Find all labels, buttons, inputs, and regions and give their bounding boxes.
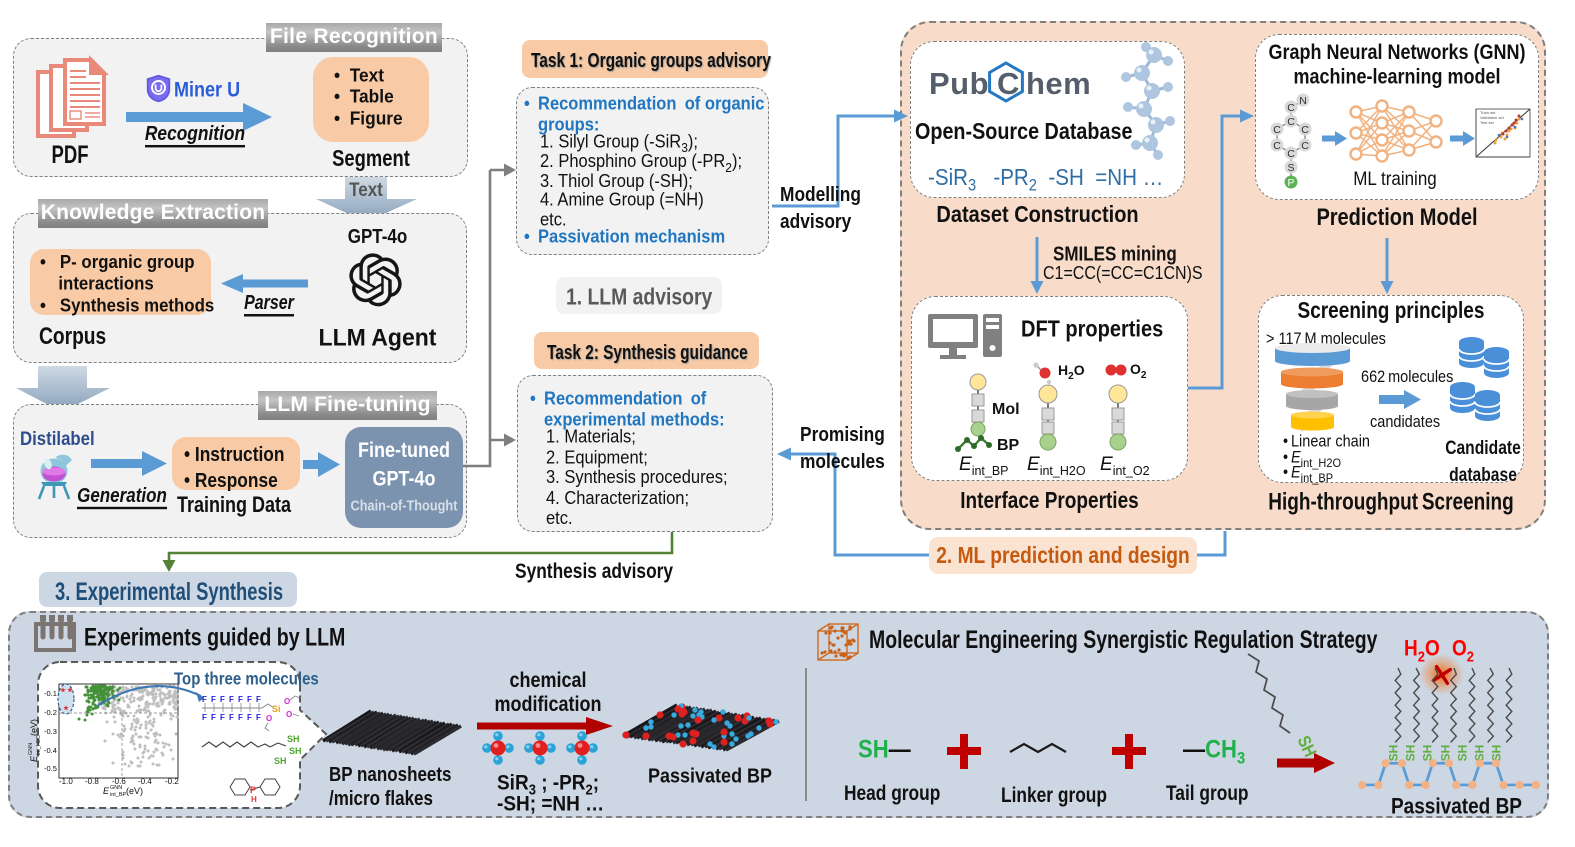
svg-text:O: O — [286, 710, 292, 719]
svg-text:F: F — [247, 713, 252, 722]
svg-text:Train set: Train set — [1480, 110, 1496, 115]
svg-text:(eV): (eV) — [126, 786, 143, 796]
svg-text:F: F — [202, 713, 207, 722]
svg-text:C: C — [1273, 124, 1281, 136]
svg-text:GNN: GNN — [110, 785, 122, 791]
svg-text:int_H2O: int_H2O — [36, 734, 42, 755]
svg-text:Validation set: Validation set — [1480, 115, 1505, 120]
svg-text:E: E — [103, 786, 110, 796]
svg-text:-0.5: -0.5 — [44, 764, 57, 773]
svg-text:F: F — [247, 695, 252, 704]
svg-text:-0.2: -0.2 — [44, 708, 57, 717]
svg-text:-0.8: -0.8 — [85, 777, 99, 786]
svg-text:F: F — [220, 695, 225, 704]
svg-text:SH: SH — [287, 734, 300, 744]
svg-text:C: C — [1301, 140, 1309, 152]
svg-text:-0.6: -0.6 — [112, 777, 126, 786]
svg-text:E: E — [29, 755, 39, 762]
svg-text:F: F — [220, 713, 225, 722]
svg-text:-0.2: -0.2 — [165, 777, 179, 786]
svg-text:GNN: GNN — [28, 743, 34, 755]
svg-text:F: F — [229, 695, 234, 704]
svg-text:S: S — [1287, 162, 1294, 174]
svg-text:-1.0: -1.0 — [59, 777, 73, 786]
svg-text:H: H — [251, 795, 257, 804]
svg-text:C: C — [1273, 140, 1281, 152]
svg-text:C: C — [1287, 116, 1295, 128]
svg-text:(eV): (eV) — [29, 719, 39, 736]
svg-text:-0.3: -0.3 — [44, 727, 57, 736]
svg-text:F: F — [238, 695, 243, 704]
svg-text:SH: SH — [274, 756, 287, 766]
svg-text:-0.1: -0.1 — [44, 689, 57, 698]
svg-text:P: P — [250, 785, 256, 795]
svg-text:O: O — [266, 714, 272, 723]
svg-text:F: F — [211, 695, 216, 704]
svg-text:Si: Si — [272, 704, 281, 714]
svg-text:F: F — [256, 713, 261, 722]
svg-text:C: C — [1301, 124, 1309, 136]
svg-text:F: F — [256, 695, 261, 704]
svg-text:int_BP: int_BP — [110, 792, 127, 798]
svg-text:F: F — [238, 713, 243, 722]
svg-text:-0.4: -0.4 — [138, 777, 152, 786]
svg-text:F: F — [211, 713, 216, 722]
svg-text:SH: SH — [289, 746, 302, 756]
svg-text:C: C — [1287, 102, 1295, 114]
svg-text:F: F — [202, 695, 207, 704]
svg-text:F: F — [229, 713, 234, 722]
svg-text:N: N — [1299, 95, 1307, 107]
svg-text:O: O — [284, 697, 290, 706]
svg-text:-0.4: -0.4 — [44, 746, 57, 755]
svg-text:Test set: Test set — [1480, 120, 1495, 125]
svg-text:P: P — [1287, 177, 1294, 189]
svg-text:C: C — [1287, 148, 1295, 160]
